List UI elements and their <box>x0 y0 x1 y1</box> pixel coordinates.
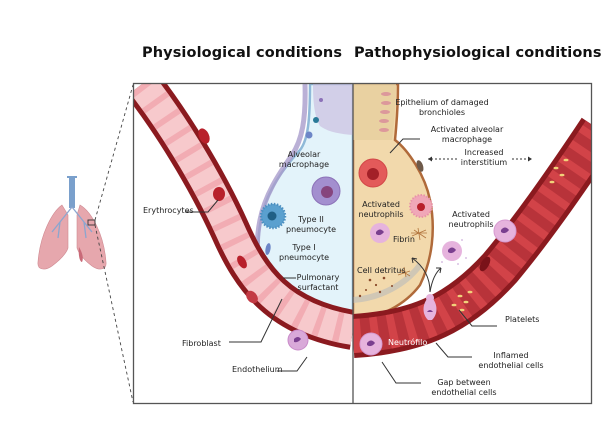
heading-physiological: Physiological conditions <box>142 45 343 61</box>
svg-text:Fibroblast: Fibroblast <box>182 339 221 348</box>
label-neutrofilo: Neutrófilo <box>388 337 427 347</box>
svg-text:Cell detritus: Cell detritus <box>357 266 406 275</box>
svg-text:surfactant: surfactant <box>298 283 339 292</box>
panel-physiological <box>134 84 353 403</box>
svg-text:Gap between: Gap between <box>437 378 490 387</box>
cell-detritus-particles <box>358 276 393 298</box>
zoom-guide-line-top <box>94 84 134 221</box>
svg-text:Fibrin: Fibrin <box>393 235 415 244</box>
label-fibrin: Fibrin <box>393 235 415 244</box>
svg-text:Platelets: Platelets <box>505 315 539 324</box>
svg-text:Type I: Type I <box>291 243 315 252</box>
svg-text:pneumocyte: pneumocyte <box>279 253 329 262</box>
svg-text:macrophage: macrophage <box>442 135 492 144</box>
svg-text:Increased: Increased <box>465 148 504 157</box>
label-cell-detritus: Cell detritus <box>357 266 406 275</box>
label-platelets: Platelets <box>458 309 539 327</box>
svg-text:Inflamed: Inflamed <box>493 351 528 360</box>
svg-text:Endothelium: Endothelium <box>232 365 283 374</box>
label-type2-pneumocyte: Type II pneumocyte <box>286 215 336 234</box>
svg-text:Epithelium of damaged: Epithelium of damaged <box>395 98 488 107</box>
label-gap-endothelial: Gap between endothelial cells <box>381 361 497 397</box>
panel-pathophysiological <box>353 84 591 403</box>
svg-text:endothelial cells: endothelial cells <box>478 361 543 370</box>
svg-text:Pulmonary: Pulmonary <box>297 273 340 282</box>
svg-text:interstitium: interstitium <box>461 158 508 167</box>
bronchiole-epithelium <box>313 84 353 135</box>
diapedesis-neutrophil-cell <box>423 296 437 320</box>
svg-text:Type II: Type II <box>297 215 324 224</box>
svg-text:Activated alveolar: Activated alveolar <box>431 125 504 134</box>
migration-arrow <box>411 257 431 293</box>
svg-text:neutrophils: neutrophils <box>359 210 404 219</box>
svg-text:Neutrófilo: Neutrófilo <box>388 337 427 347</box>
fibrin-strands <box>397 227 427 278</box>
svg-text:Activated: Activated <box>362 200 400 209</box>
svg-text:Activated: Activated <box>452 210 490 219</box>
label-activated-neutrophils-vessel: Activated neutrophils <box>449 210 494 229</box>
svg-text:bronchioles: bronchioles <box>419 108 465 117</box>
lungs-icon <box>37 84 134 403</box>
svg-text:endothelial cells: endothelial cells <box>431 388 496 397</box>
svg-text:macrophage: macrophage <box>279 160 329 169</box>
svg-text:pneumocyte: pneumocyte <box>286 225 336 234</box>
label-activated-alveolar-macrophage: Activated alveolar macrophage <box>389 125 504 154</box>
label-activated-neutrophils-alveolus: Activated neutrophils <box>359 200 404 219</box>
svg-text:neutrophils: neutrophils <box>449 220 494 229</box>
damaged-epithelium <box>379 92 391 132</box>
heading-pathophysiological: Pathophysiological conditions <box>354 45 602 61</box>
migration-arrow <box>429 267 442 293</box>
zoom-guide-line-bottom <box>94 224 134 403</box>
erythrocyte-cell-inflamed <box>479 256 491 272</box>
label-increased-interstitium: Increased interstitium <box>428 148 532 167</box>
zoom-region-marker <box>87 219 96 226</box>
platelets-cells <box>451 158 569 312</box>
svg-text:Erythrocytes: Erythrocytes <box>143 206 194 215</box>
svg-text:Alveolar: Alveolar <box>288 150 321 159</box>
label-type1-pneumocyte: Type I pneumocyte <box>279 243 329 262</box>
label-erythrocytes: Erythrocytes <box>143 199 219 215</box>
erythrocyte-cell <box>198 128 210 144</box>
diagram-frame <box>132 82 593 405</box>
label-pulmonary-surfactant: Pulmonary surfactant <box>283 273 340 292</box>
label-inflamed-endothelial: Inflamed endothelial cells <box>435 342 544 370</box>
trachea-icon <box>69 178 75 208</box>
label-endothelium: Endothelium <box>232 356 308 374</box>
erythrocyte-cell <box>213 187 225 201</box>
label-alveolar-macrophage: Alveolar macrophage <box>279 150 329 169</box>
label-epithelium-damaged: Epithelium of damaged bronchioles <box>395 98 488 117</box>
label-fibroblast: Fibroblast <box>182 298 283 348</box>
